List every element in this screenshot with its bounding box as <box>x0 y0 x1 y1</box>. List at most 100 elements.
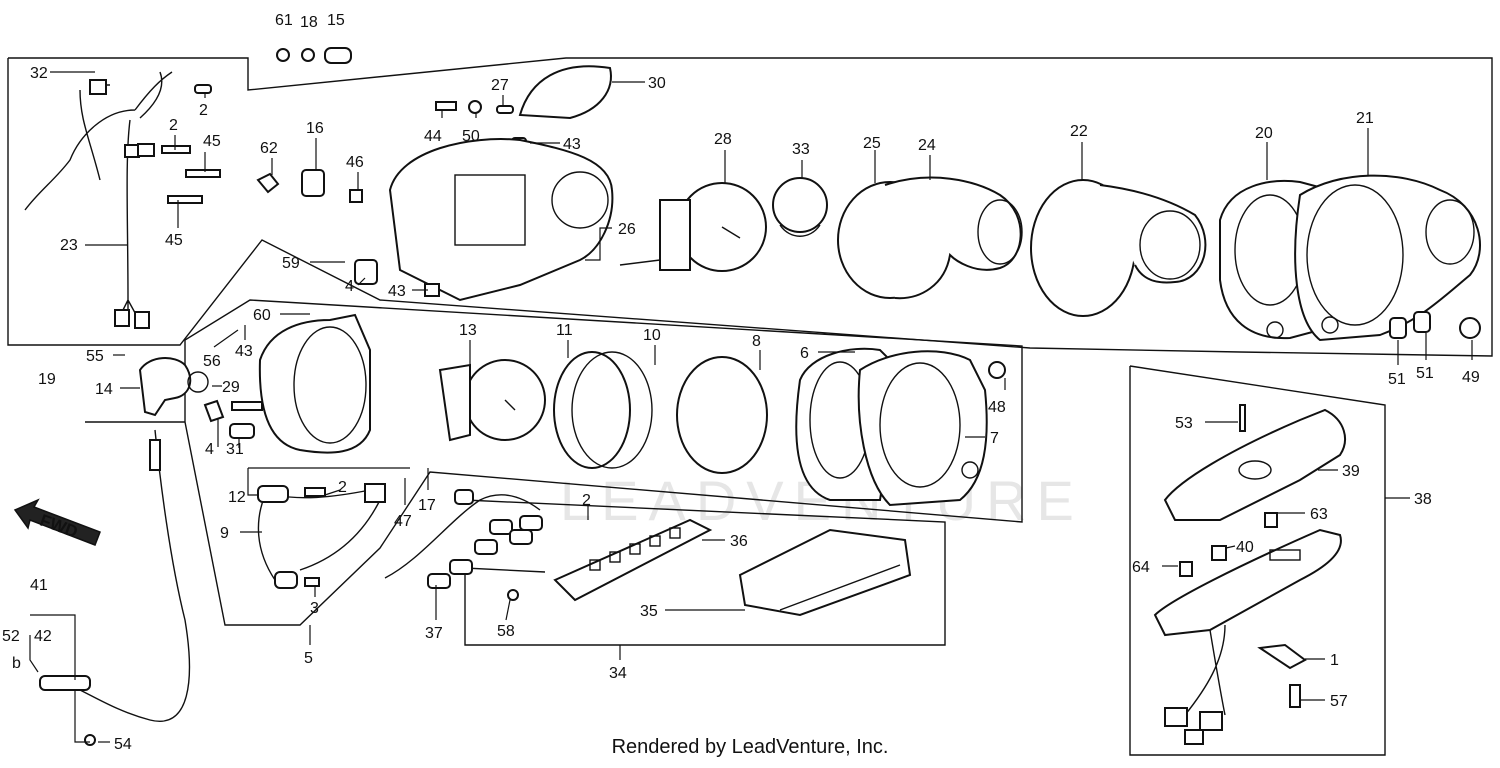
housing-21 <box>1266 174 1481 342</box>
part-label: 19 <box>38 371 56 388</box>
part-label: 29 <box>222 379 240 396</box>
part-label: 28 <box>714 131 732 148</box>
part-label: 6 <box>800 345 809 362</box>
part-label: 51 <box>1416 365 1434 382</box>
gauge-33 <box>772 177 828 237</box>
bolt-48 <box>988 361 1006 379</box>
indicator-housing-35 <box>738 528 912 617</box>
part-label: 51 <box>1388 371 1406 388</box>
part-label: 2 <box>199 102 208 119</box>
handlebar-group-outline <box>1129 365 1386 756</box>
part-label: 4 <box>345 278 354 295</box>
cover-22 <box>1030 179 1207 317</box>
part-label: 2 <box>338 479 347 496</box>
part-label: 49 <box>1462 369 1480 386</box>
part-label: 18 <box>300 14 318 31</box>
part-label: 42 <box>34 628 52 645</box>
switch-base-40 <box>1153 528 1342 745</box>
part-label: 16 <box>306 120 324 137</box>
part-label: 2 <box>169 117 178 134</box>
part-label: 43 <box>235 343 253 360</box>
nut-51-a <box>1389 317 1407 339</box>
part-label: 43 <box>563 136 581 153</box>
bolts-small <box>161 47 527 204</box>
cover-7 <box>857 350 988 507</box>
fwd-label: FWD <box>37 511 80 542</box>
part-label: 34 <box>609 665 627 682</box>
part-label: 36 <box>730 533 748 550</box>
part-label: 33 <box>792 141 810 158</box>
part-label: 2 <box>582 492 591 509</box>
part-label: 22 <box>1070 123 1088 140</box>
part-label: 8 <box>752 333 761 350</box>
part-label: 45 <box>165 232 183 249</box>
part-label: 47 <box>394 513 412 530</box>
part-label: 4 <box>205 441 214 458</box>
meter-case-lower <box>229 313 371 454</box>
part-label: 53 <box>1175 415 1193 432</box>
part-label: 52 <box>2 628 20 645</box>
part-label: 15 <box>327 12 345 29</box>
part-label: 12 <box>228 489 246 506</box>
part-label: 45 <box>203 133 221 150</box>
wire-harness-23 <box>24 71 173 329</box>
bracket-1 <box>1257 643 1307 670</box>
part-label: 64 <box>1132 559 1150 576</box>
top-plate-39 <box>1163 408 1346 521</box>
part-label: 3 <box>310 600 319 617</box>
part-label: 35 <box>640 603 658 620</box>
part-label: 40 <box>1236 539 1254 556</box>
part-label: 20 <box>1255 125 1273 142</box>
meter-case-upper <box>354 138 614 302</box>
part-label: 26 <box>618 221 636 238</box>
clip-63 <box>1264 512 1278 528</box>
leader-lines <box>29 71 1473 743</box>
nut-51-b <box>1413 311 1431 333</box>
fwd-arrow-icon: FWD <box>13 498 101 546</box>
ring-10 <box>571 351 653 469</box>
ring-11 <box>553 351 631 469</box>
indicator-group-outline <box>464 499 946 646</box>
part-label: 55 <box>86 348 104 365</box>
speedo-cable-41 <box>39 429 191 746</box>
part-label: 24 <box>918 137 936 154</box>
part-label: 31 <box>226 441 244 458</box>
part-label: 61 <box>275 12 293 29</box>
part-label: 25 <box>863 135 881 152</box>
part-label: 14 <box>95 381 113 398</box>
part-label: 37 <box>425 625 443 642</box>
part-label: 27 <box>491 77 509 94</box>
part-label: 21 <box>1356 110 1374 127</box>
part-label: 10 <box>643 327 661 344</box>
part-label: 44 <box>424 128 442 145</box>
upper-group-outline <box>7 57 1493 357</box>
part-label: 43 <box>388 283 406 300</box>
part-label: 13 <box>459 322 477 339</box>
lens-8 <box>676 356 768 474</box>
part-label: 32 <box>30 65 48 82</box>
lens-30 <box>518 65 612 120</box>
part-label: 39 <box>1342 463 1360 480</box>
part-label: 62 <box>260 140 278 157</box>
bulb-sockets-37 <box>384 489 543 589</box>
cable-fitting-14 <box>138 357 225 423</box>
part-label: 17 <box>418 497 436 514</box>
part-label: 7 <box>990 430 999 447</box>
part-label: 11 <box>556 322 573 339</box>
sub-harness-9 <box>257 483 386 589</box>
screw-53 <box>1239 404 1246 432</box>
part-label: 23 <box>60 237 78 254</box>
part-label: 57 <box>1330 693 1348 710</box>
bolt-57 <box>1289 684 1301 708</box>
tachometer-28 <box>619 182 767 272</box>
part-label: 63 <box>1310 506 1328 523</box>
part-label: 54 <box>114 736 132 753</box>
cover-24 <box>884 176 1023 300</box>
part-label: 50 <box>462 128 480 145</box>
part-label: 41 <box>30 577 48 594</box>
indicator-panel-36 <box>553 518 713 602</box>
part-label: 30 <box>648 75 666 92</box>
part-label: 5 <box>304 650 313 667</box>
part-label: 58 <box>497 623 515 640</box>
